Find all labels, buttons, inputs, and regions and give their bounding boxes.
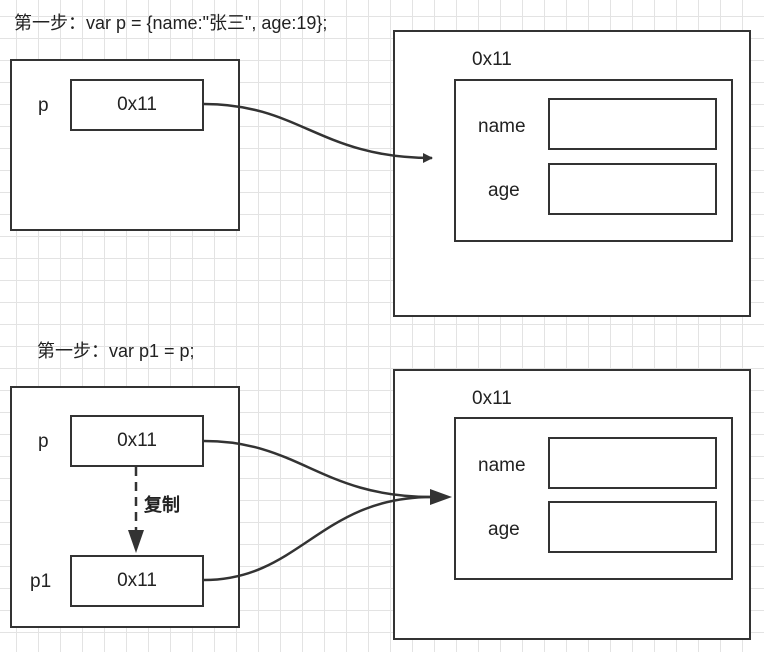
- copy-arrowhead: [128, 530, 144, 553]
- field-age-cell-step2: [548, 501, 717, 553]
- pointer-arrow-p1: [203, 495, 433, 582]
- field-name-label-step2: name: [478, 455, 526, 476]
- var-p-label: p: [38, 95, 49, 116]
- field-age-cell-step1: [548, 163, 717, 215]
- var-p1-cell: 0x11: [70, 555, 204, 607]
- arrowhead-step2: [430, 489, 452, 505]
- field-age-label-step1: age: [488, 180, 520, 201]
- field-name-cell-step2: [548, 437, 717, 489]
- heap-address-step1: 0x11: [472, 49, 512, 70]
- field-name-cell-step1: [548, 98, 717, 150]
- var-p1-label: p1: [30, 571, 52, 592]
- pointer-arrow-step1: [203, 102, 433, 163]
- field-age-label-step2: age: [488, 519, 520, 540]
- var-p-cell-step2: 0x11: [70, 415, 204, 467]
- var-p-cell: 0x11: [70, 79, 204, 131]
- var-p-label-step2: p: [38, 431, 49, 452]
- copy-label: 复制: [144, 495, 180, 515]
- step1-caption: 第一步：var p = {name:"张三", age:19};: [14, 13, 328, 33]
- pointer-arrow-p: [203, 439, 433, 499]
- field-name-label-step1: name: [478, 116, 526, 137]
- heap-address-step2: 0x11: [472, 388, 512, 409]
- step2-caption: 第一步：var p1 = p;: [37, 341, 195, 361]
